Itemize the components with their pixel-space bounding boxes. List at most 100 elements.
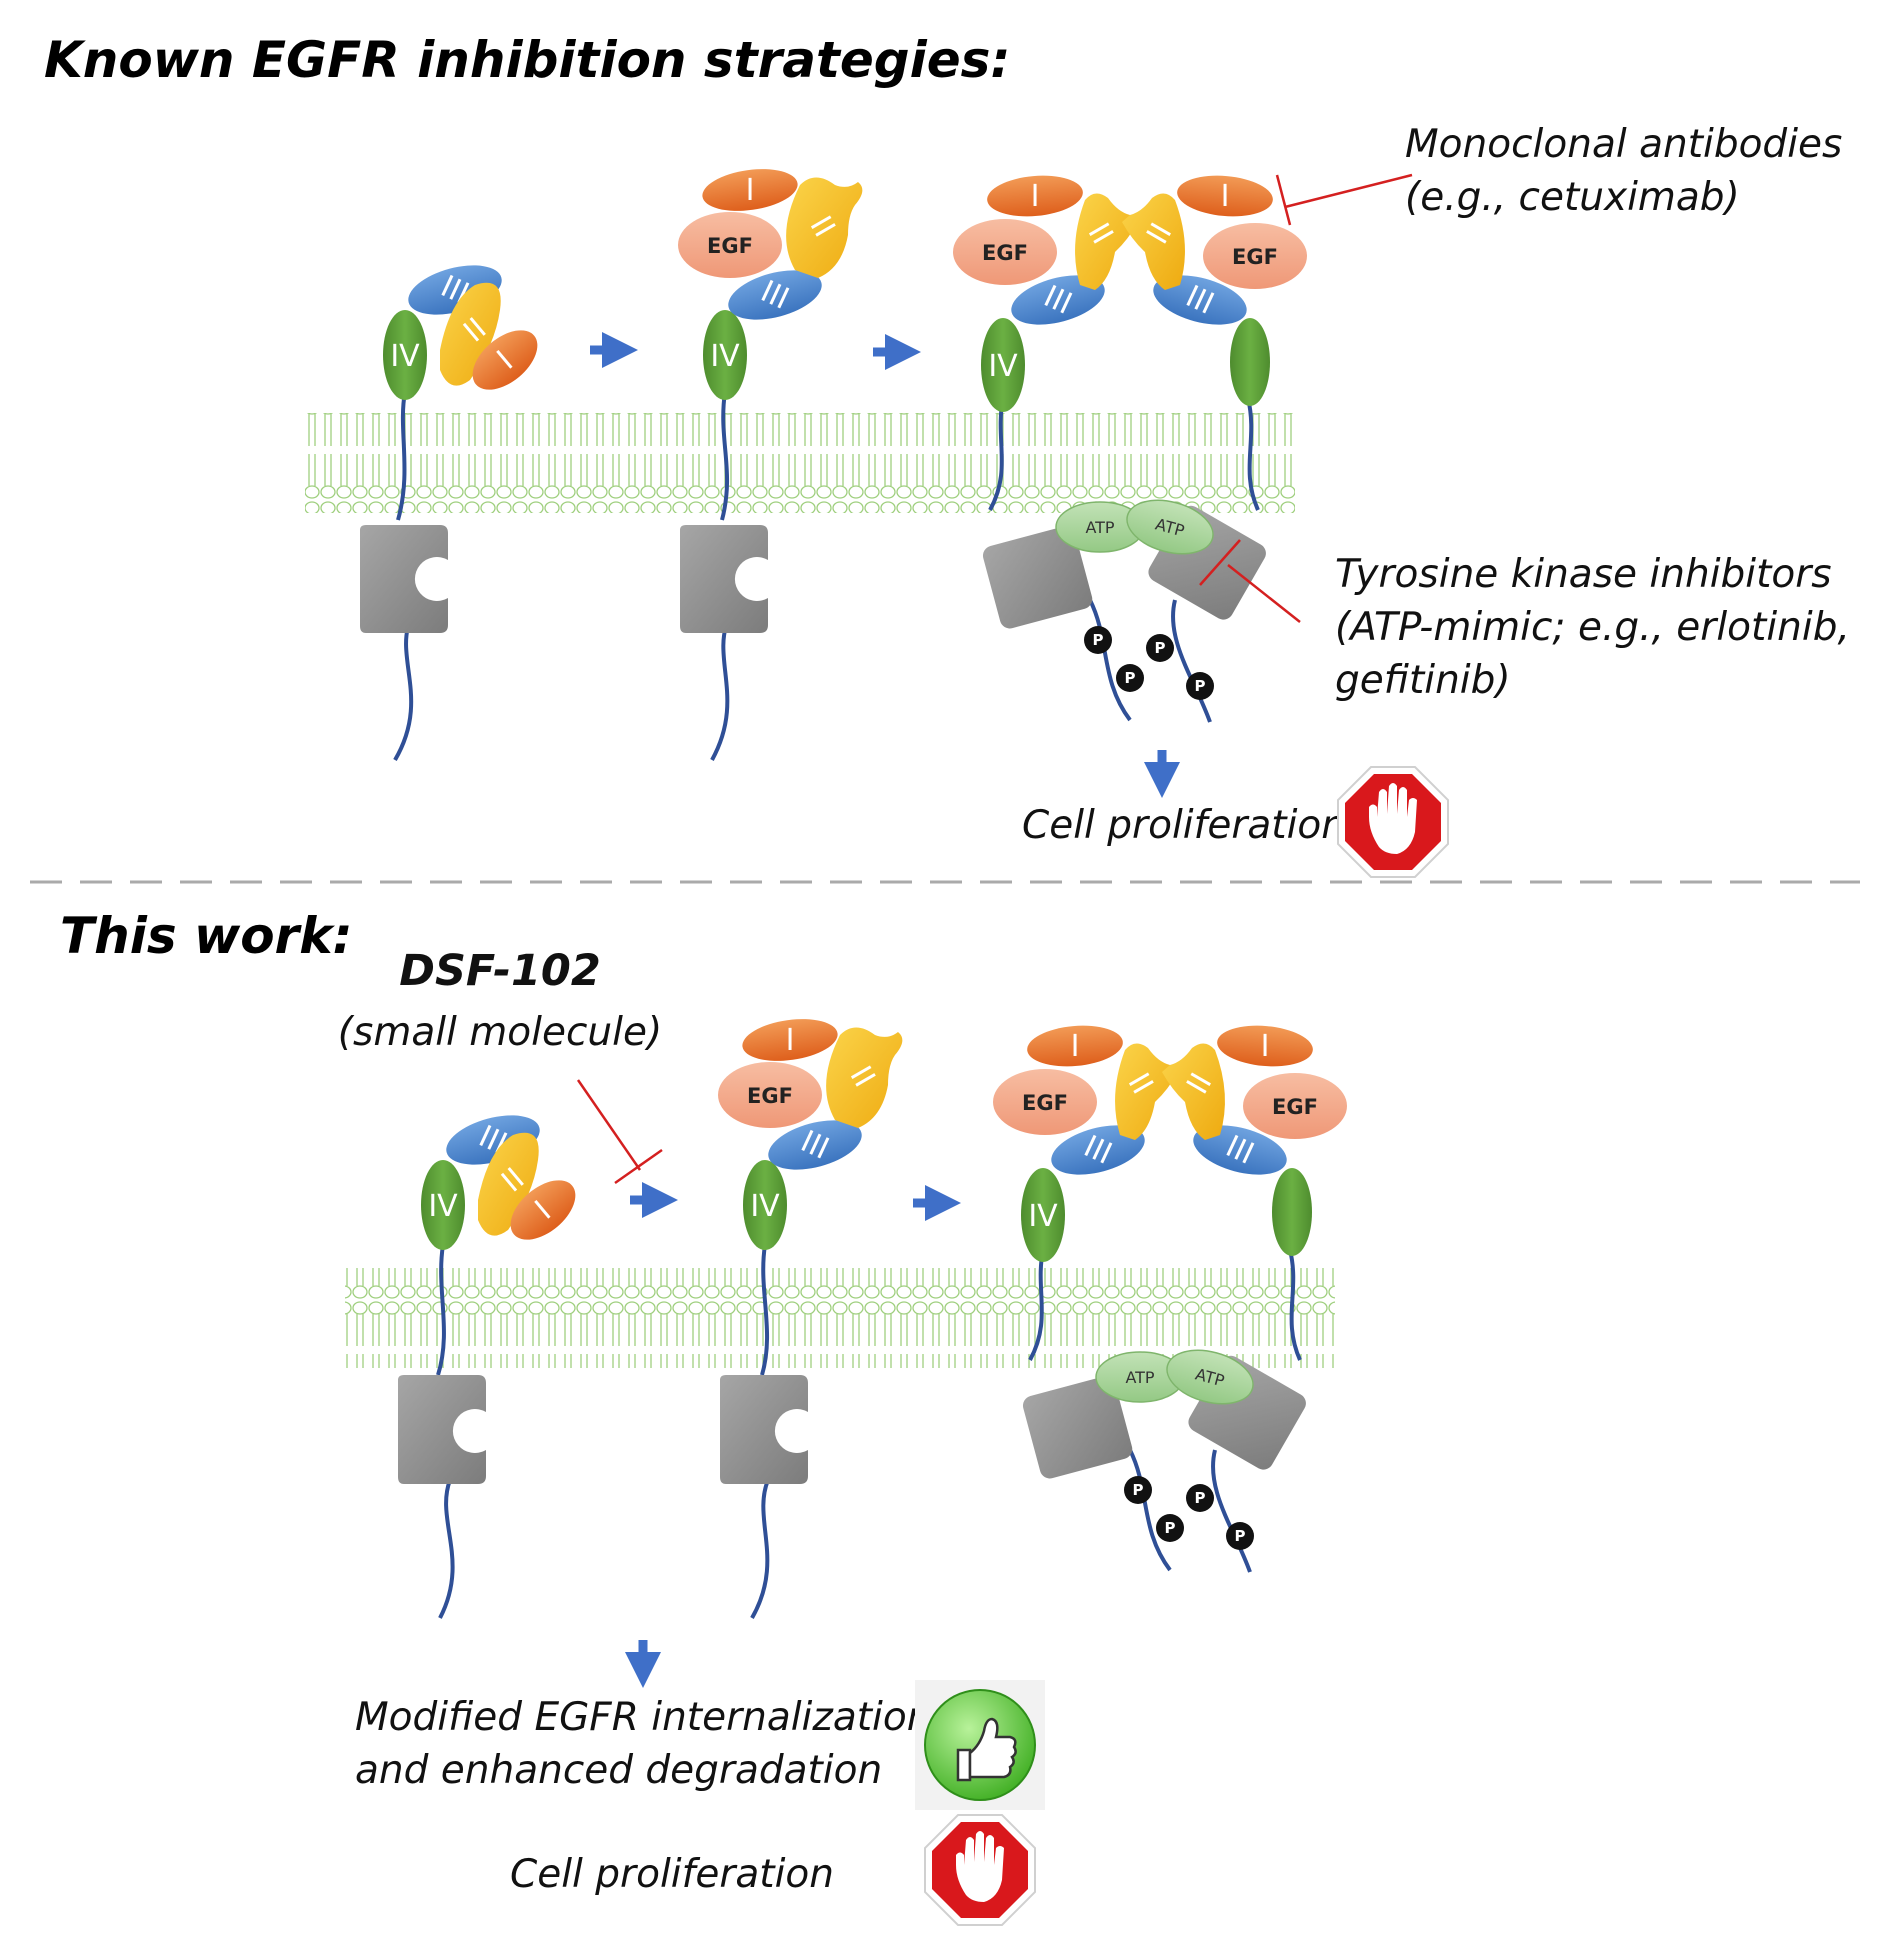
cell-membrane-top xyxy=(305,413,1295,513)
egf-ligand xyxy=(678,212,782,278)
svg-text:I: I xyxy=(1221,179,1230,214)
egfr-extended-bottom: IV III EGF II I xyxy=(718,1019,903,1619)
domain-I xyxy=(742,1019,838,1061)
phosphate-group: P xyxy=(1146,634,1174,662)
svg-text:EGF: EGF xyxy=(1272,1095,1318,1119)
domain-I xyxy=(1217,1025,1313,1067)
svg-text:IV: IV xyxy=(428,1189,458,1224)
domain-II xyxy=(1075,193,1138,290)
phosphate-group: P xyxy=(1156,1514,1184,1542)
domain-IV xyxy=(421,1160,465,1250)
stop-hand-icon xyxy=(924,1814,1036,1926)
outcome-cell-proliferation-bottom: Cell proliferation xyxy=(510,1852,834,1897)
domain-I xyxy=(1177,175,1273,217)
domain-III xyxy=(1011,275,1105,325)
domain-I xyxy=(472,330,538,390)
domain-I xyxy=(987,175,1083,217)
egfr-tethered-bottom: IV III II I xyxy=(398,1115,576,1619)
dsf102-inhibition-marker xyxy=(576,1079,663,1185)
phosphate-group: P xyxy=(1116,664,1144,692)
compound-type: (small molecule) xyxy=(338,1010,662,1055)
svg-text:I: I xyxy=(746,173,755,208)
phosphate-group: P xyxy=(1124,1476,1152,1504)
svg-text:P: P xyxy=(1133,1481,1144,1499)
egf-ligand xyxy=(953,219,1057,285)
domain-IV xyxy=(743,1160,787,1250)
svg-text:EGF: EGF xyxy=(982,241,1028,265)
domain-II xyxy=(786,177,863,278)
domain-II xyxy=(478,1132,539,1236)
antibody-example: (e.g., cetuximab) xyxy=(1405,175,1740,220)
cell-membrane-bottom xyxy=(345,1268,1335,1368)
domain-IV xyxy=(981,318,1025,412)
egf-ligand xyxy=(993,1069,1097,1135)
kinase-domain-active xyxy=(1022,1376,1133,1479)
egfr-tethered-top: IV III II I xyxy=(360,265,538,762)
outcome-internalization-line2: and enhanced degradation xyxy=(355,1748,882,1793)
domain-II xyxy=(1162,1043,1225,1140)
domain-IV xyxy=(703,310,747,400)
svg-text:P: P xyxy=(1155,639,1166,657)
egfr-dimer-top: ATP ATP P P P P IV III III EGF EGF II II… xyxy=(953,175,1307,723)
egfr-extended-top: IV III EGF II I xyxy=(678,169,863,761)
svg-text:IV: IV xyxy=(988,349,1018,384)
tki-example-1: (ATP-mimic; e.g., erlotinib, xyxy=(1335,605,1850,650)
egf-ligand xyxy=(1203,223,1307,289)
atp-molecule xyxy=(1166,1349,1254,1405)
section-title-known: Known EGFR inhibition strategies: xyxy=(44,31,1010,89)
domain-I xyxy=(1027,1025,1123,1067)
stop-hand-icon xyxy=(1337,766,1449,878)
atp-molecule xyxy=(1126,499,1214,555)
egf-ligand xyxy=(1243,1073,1347,1139)
domain-I xyxy=(510,1180,576,1240)
egfr-dimer-bottom: ATP ATP P P P P IV III III EGF EGF II II… xyxy=(993,1025,1347,1573)
svg-text:P: P xyxy=(1235,1527,1246,1545)
tki-inhibition-marker xyxy=(1199,539,1301,623)
svg-text:IV: IV xyxy=(390,339,420,374)
domain-III xyxy=(728,270,822,320)
domain-III xyxy=(1193,1125,1287,1175)
phosphate-group: P xyxy=(1084,626,1112,654)
section-title-this-work: This work: xyxy=(60,907,352,965)
kinase-domain-inactive xyxy=(720,1375,808,1484)
domain-II xyxy=(1122,193,1185,290)
svg-text:I: I xyxy=(786,1023,795,1058)
phosphate-group: P xyxy=(1186,1484,1214,1512)
svg-text:ATP: ATP xyxy=(1125,1368,1154,1387)
thumbs-up-icon xyxy=(915,1680,1045,1810)
domain-II xyxy=(1115,1043,1178,1140)
tether-line xyxy=(396,391,407,521)
phosphate-group: P xyxy=(1186,672,1214,700)
kinase-domain-inactive xyxy=(360,525,448,633)
svg-text:P: P xyxy=(1195,1489,1206,1507)
tki-example-2: gefitinib) xyxy=(1335,658,1511,703)
outcome-cell-proliferation: Cell proliferation xyxy=(1022,803,1346,848)
svg-text:P: P xyxy=(1093,631,1104,649)
svg-text:I: I xyxy=(1261,1029,1270,1064)
svg-text:ATP: ATP xyxy=(1085,518,1114,537)
domain-IV xyxy=(1230,318,1270,406)
svg-text:P: P xyxy=(1165,1519,1176,1537)
compound-name: DSF-102 xyxy=(399,946,601,996)
phosphate-group: P xyxy=(1226,1522,1254,1550)
domain-III xyxy=(768,1120,862,1170)
domain-IV xyxy=(383,310,427,400)
kinase-domain-inactive xyxy=(680,525,768,633)
domain-III xyxy=(1051,1125,1145,1175)
domain-II xyxy=(440,282,501,386)
domain-IV xyxy=(1021,1168,1065,1262)
domain-II xyxy=(826,1027,903,1128)
domain-I xyxy=(702,169,798,211)
svg-text:IV: IV xyxy=(710,339,740,374)
egf-ligand xyxy=(718,1062,822,1128)
svg-text:EGF: EGF xyxy=(747,1084,793,1108)
svg-text:IV: IV xyxy=(1028,1199,1058,1234)
svg-text:EGF: EGF xyxy=(1022,1091,1068,1115)
tki-label: Tyrosine kinase inhibitors xyxy=(1335,552,1832,597)
kinase-domain-inactive xyxy=(398,1375,486,1484)
domain-IV xyxy=(1272,1168,1312,1256)
antibody-inhibition-marker xyxy=(1275,173,1413,226)
outcome-internalization-line1: Modified EGFR internalization xyxy=(355,1695,931,1740)
svg-text:EGF: EGF xyxy=(707,234,753,258)
